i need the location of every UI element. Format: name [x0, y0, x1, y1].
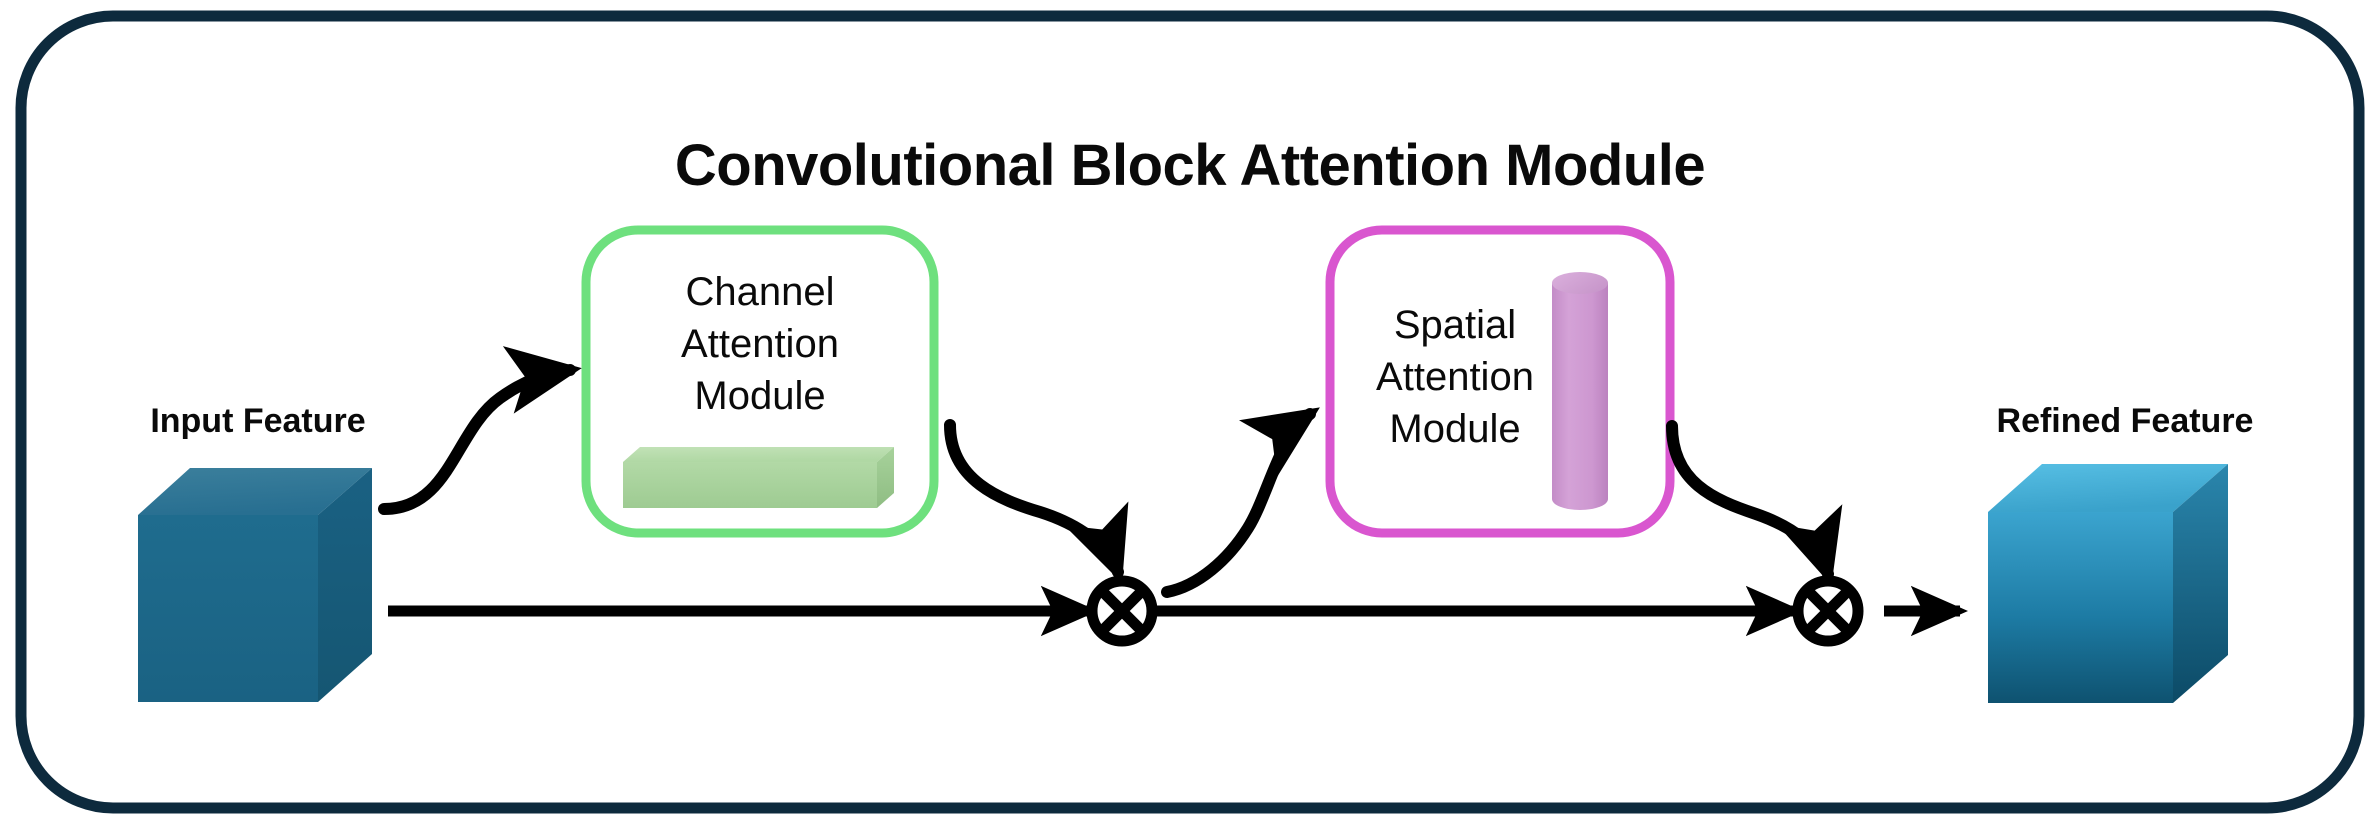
curve-spatial-attention-to-multiply-2: [1666, 420, 1843, 586]
outer-frame: [15, 10, 2365, 814]
channel-attention-label-line-1: Channel: [685, 270, 834, 314]
spatial-attention-label-line-2: Attention: [1376, 355, 1534, 399]
curve-channel-attention-to-multiply-1: [944, 419, 1129, 584]
curve-input-to-channel-attention: [378, 346, 582, 515]
spatial-attention-module[interactable]: Spatial Attention Module: [1325, 225, 1675, 538]
channel-attention-label-line-2: Attention: [681, 322, 839, 366]
multiply-operator-1[interactable]: [1086, 575, 1158, 647]
multiply-operator-2[interactable]: [1792, 575, 1864, 647]
spatial-attention-label-line-1: Spatial: [1394, 303, 1516, 347]
input-feature-cube: [138, 468, 372, 702]
channel-attention-bar-glyph: [623, 447, 894, 508]
refined-feature-cube: [1988, 464, 2228, 703]
spatial-attention-cylinder-glyph: [1552, 272, 1608, 510]
curve-multiply-1-to-spatial-attention: [1161, 407, 1320, 598]
input-feature-label: Input Feature: [150, 402, 365, 440]
spatial-attention-label-line-3: Module: [1389, 407, 1520, 451]
channel-attention-module[interactable]: Channel Attention Module: [581, 225, 939, 538]
refined-feature-label: Refined Feature: [1997, 402, 2254, 440]
diagram-title: Convolutional Block Attention Module: [675, 133, 1705, 198]
channel-attention-label-line-3: Module: [694, 374, 825, 418]
